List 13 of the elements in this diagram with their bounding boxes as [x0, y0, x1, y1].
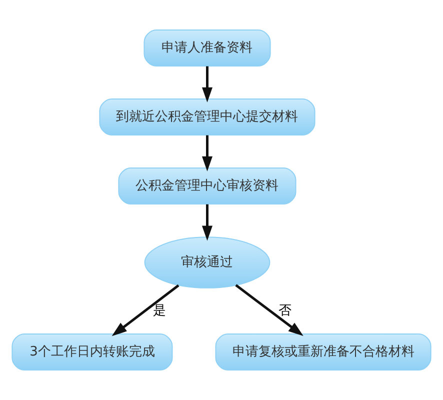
arrow	[202, 66, 212, 102]
arrow	[112, 284, 180, 336]
node-ellipse: 审核通过	[144, 236, 270, 288]
node-box: 3个工作日内转账完成	[12, 334, 173, 370]
edge-label: 是	[153, 303, 166, 318]
arrow	[202, 135, 212, 172]
arrow	[235, 284, 304, 336]
node-box: 申请复核或重新准备不合格材料	[215, 334, 432, 370]
arrow	[202, 204, 212, 241]
node-box: 申请人准备资料	[144, 30, 271, 66]
edge-label: 否	[278, 303, 292, 318]
node-box: 公积金管理中心审核资料	[118, 168, 296, 205]
node-box: 到就近公积金管理中心提交材料	[99, 98, 316, 136]
